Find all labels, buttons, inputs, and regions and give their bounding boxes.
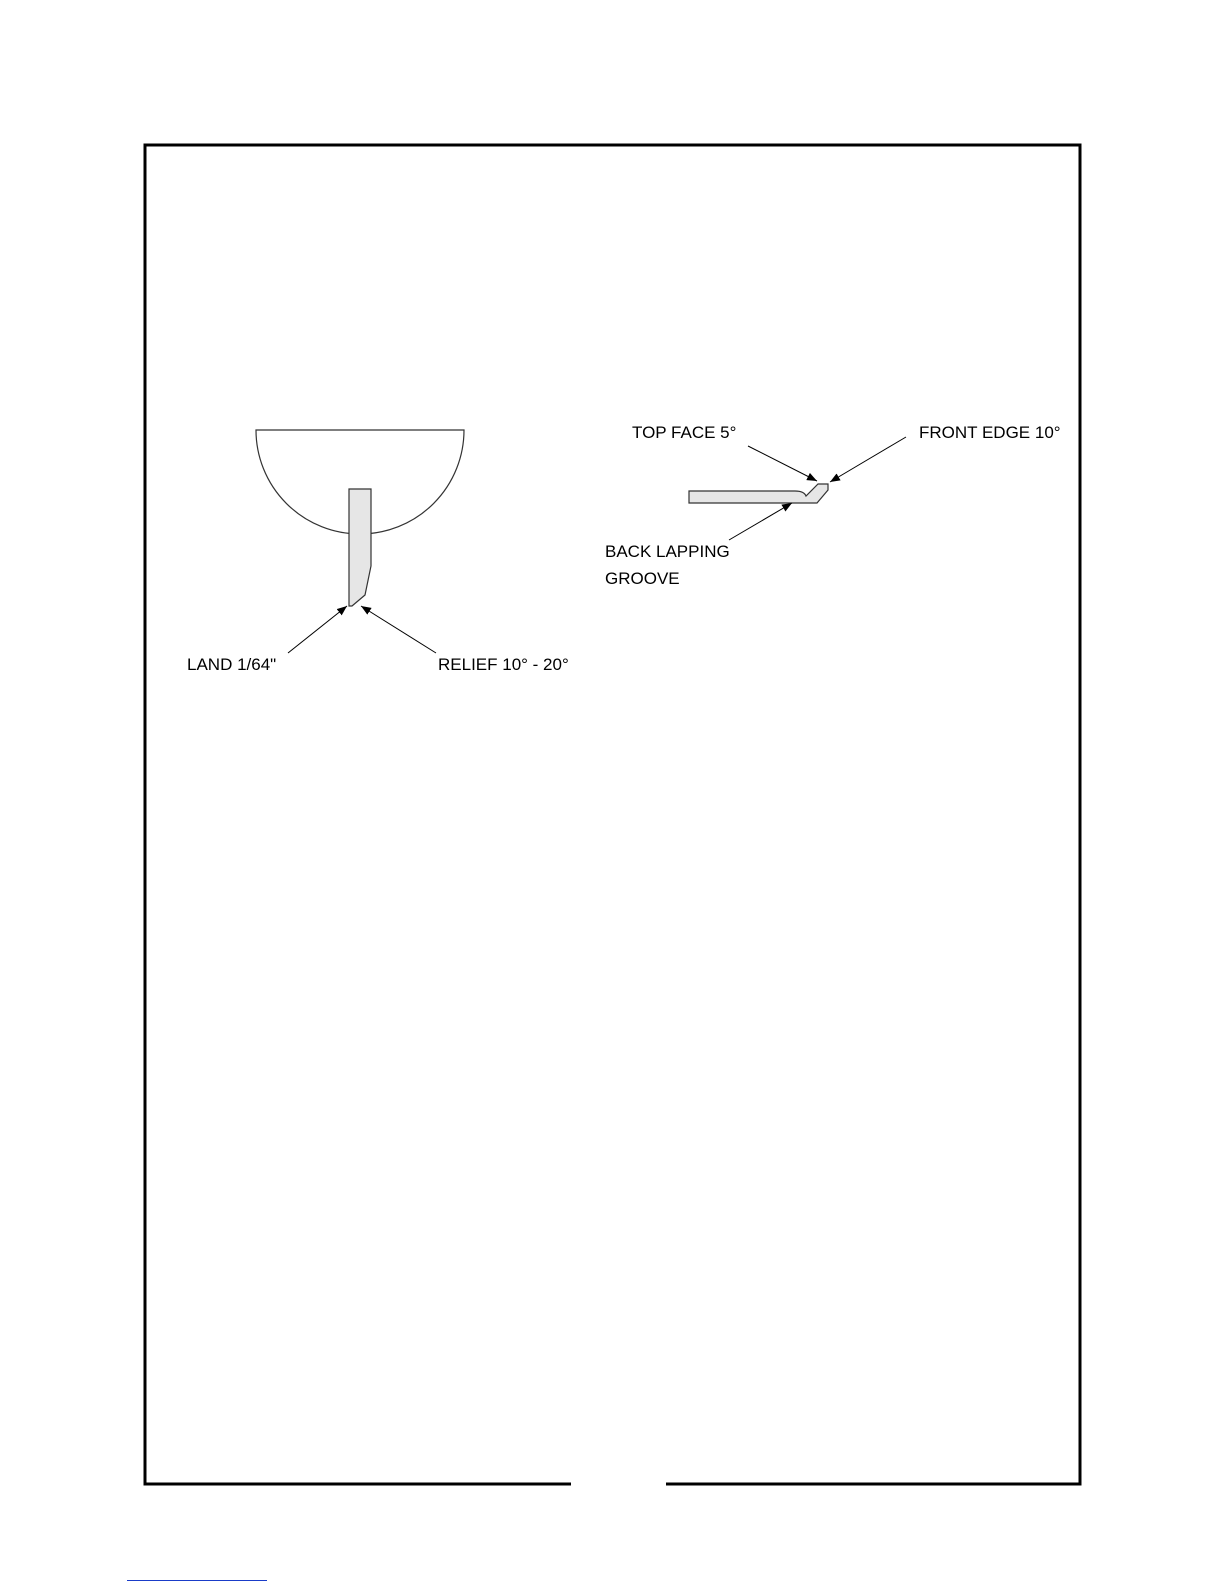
right-diagram: TOP FACE 5° FRONT EDGE 10° BACK LAPPING … xyxy=(605,423,1061,588)
left-diagram: LAND 1/64" RELIEF 10° - 20° xyxy=(187,430,569,674)
blade-profile xyxy=(349,489,371,606)
label-land: LAND 1/64" xyxy=(187,655,276,674)
leader-top-face xyxy=(748,446,817,481)
page-border xyxy=(145,145,1080,1484)
leader-land xyxy=(288,606,347,653)
leader-back-lapping xyxy=(729,503,792,540)
label-back-lapping-line1: BACK LAPPING xyxy=(605,542,730,561)
label-front-edge: FRONT EDGE 10° xyxy=(919,423,1061,442)
label-back-lapping-line2: GROOVE xyxy=(605,569,680,588)
footer-link[interactable] xyxy=(127,1568,267,1581)
leader-relief xyxy=(361,606,436,653)
leader-front-edge xyxy=(830,437,906,482)
label-relief: RELIEF 10° - 20° xyxy=(438,655,569,674)
blade-side-profile xyxy=(689,484,828,503)
label-top-face: TOP FACE 5° xyxy=(632,423,736,442)
